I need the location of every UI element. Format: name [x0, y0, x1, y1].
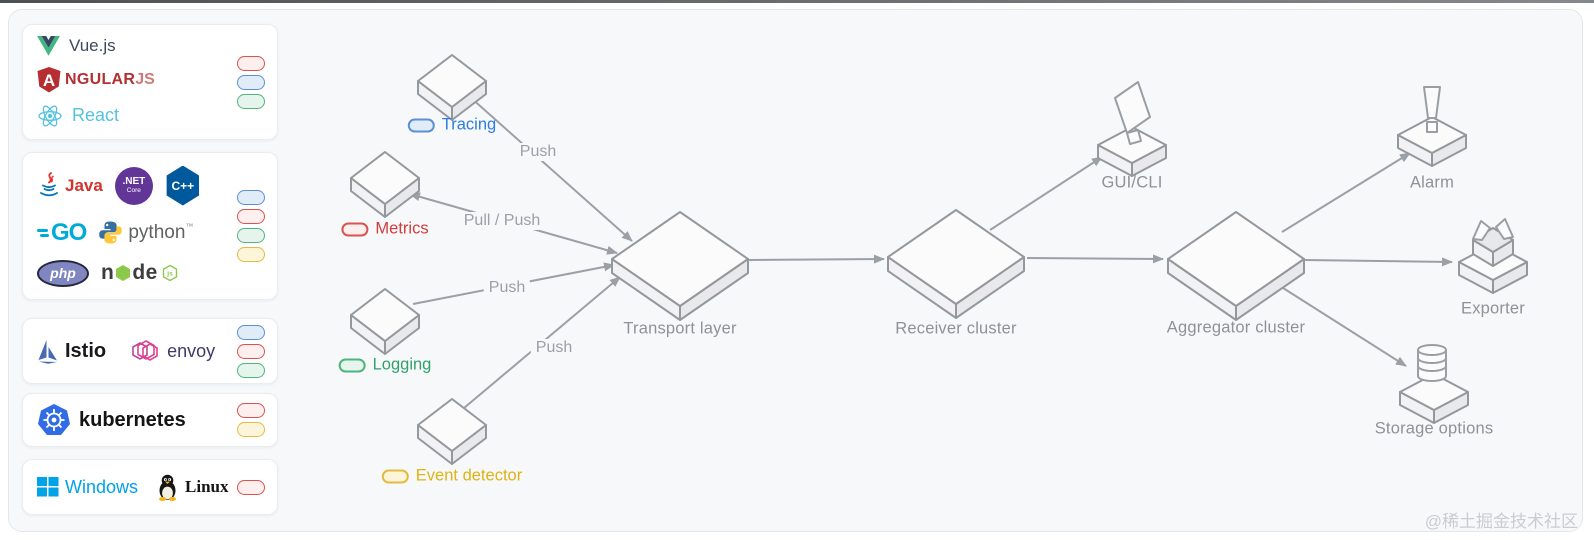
node-alarm [1397, 86, 1467, 167]
sidebar-item-angularjs: A NGULARJS [37, 66, 237, 93]
pill-red [237, 479, 265, 495]
edge-receiver-cluster-gui-cli [989, 156, 1103, 231]
sidebar-item-react: React [37, 104, 237, 128]
sidebar-item-python: python™ [98, 220, 193, 245]
node-exporter [1458, 218, 1528, 294]
pill-stack [237, 190, 265, 262]
node-logging [350, 288, 420, 355]
top-bar [0, 0, 1594, 3]
pill-red [237, 403, 265, 418]
pill-stack [237, 403, 265, 437]
vuejs-label: Vue.js [69, 36, 116, 56]
edge-aggregator-cluster-storage-options [1271, 280, 1407, 367]
node-label: n [101, 261, 115, 284]
sidebar-item-linux: Linux [156, 474, 229, 501]
istio-label: Istio [65, 339, 107, 362]
card-kubernetes: kubernetes [22, 393, 278, 447]
watermark: @稀土掘金技术社区 [1424, 512, 1578, 531]
pill-yellow [237, 422, 265, 437]
java-label: Java [65, 175, 103, 195]
pill-red [237, 55, 265, 71]
pill-blue [237, 74, 265, 90]
windows-label: Windows [65, 476, 139, 497]
svg-text:js: js [166, 271, 173, 278]
angularjs-icon: A [37, 66, 61, 93]
sidebar-item-java: Java [37, 172, 103, 199]
vuejs-icon [37, 36, 60, 57]
pill-green [237, 93, 265, 109]
pill-stack [237, 55, 265, 109]
edge-aggregator-cluster-exporter [1304, 257, 1453, 267]
pill-stack [237, 479, 265, 495]
pill-blue [237, 190, 265, 205]
istio-icon [38, 339, 57, 364]
envoy-icon [132, 340, 158, 361]
language-row-3: php n de js [37, 259, 237, 287]
sidebar-item-vuejs: Vue.js [37, 36, 237, 57]
nodejs-badge-icon: js [162, 264, 178, 282]
node-receiver-cluster [887, 209, 1025, 319]
go-icon [37, 227, 50, 238]
card-service-mesh: Istio envoy [22, 318, 278, 384]
sidebar-item-node: n de js [101, 261, 178, 285]
kubernetes-icon [38, 404, 70, 435]
linux-tux-icon [159, 474, 177, 501]
kubernetes-label: kubernetes [79, 408, 186, 431]
language-row-2: GO python™ [37, 219, 237, 247]
pill-red [237, 343, 265, 359]
edge-receiver-cluster-aggregator-cluster [1026, 254, 1164, 264]
node-gui-cli [1097, 81, 1167, 177]
pill-blue [237, 324, 265, 340]
linux-label: Linux [185, 477, 229, 496]
card-frontend-frameworks: Vue.js A NGULARJS React [22, 24, 278, 140]
edge-transport-layer-receiver-cluster [748, 254, 885, 264]
sidebar-item-istio: Istio [37, 339, 106, 364]
language-row-1: Java .NET Core C++ [37, 165, 237, 206]
sidebar-item-kubernetes: kubernetes [37, 403, 186, 437]
node-tracing [417, 54, 487, 121]
node-storage-options [1399, 344, 1469, 424]
pill-yellow [237, 247, 265, 262]
svg-text:A: A [43, 71, 55, 90]
node-metrics [350, 151, 420, 218]
cpp-icon: C++ [166, 165, 200, 206]
node-transport-layer [611, 211, 749, 321]
pill-stack [237, 324, 265, 378]
sidebar-item-go: GO [37, 218, 87, 247]
card-operating-systems: Windows Linux [22, 459, 278, 515]
go-label: GO [51, 218, 87, 246]
sidebar-item-envoy: envoy [130, 338, 215, 364]
node-hexagon-icon [116, 265, 131, 281]
envoy-label: envoy [167, 340, 216, 361]
windows-icon [37, 477, 59, 497]
edge-logging-transport-layer [412, 262, 615, 305]
node-aggregator-cluster [1167, 211, 1305, 321]
pill-green [237, 228, 265, 243]
pill-green [237, 362, 265, 378]
react-label: React [72, 105, 120, 126]
edge-aggregator-cluster-alarm [1281, 152, 1411, 233]
edge-metrics-transport-layer [409, 192, 618, 255]
card-languages: Java .NET Core C++ GO p [22, 152, 278, 300]
edge-tracing-transport-layer [469, 96, 633, 242]
react-icon [38, 105, 62, 127]
edge-event-detector-transport-layer [463, 276, 621, 409]
sidebar-item-windows: Windows [37, 477, 138, 498]
node-event-detector [417, 398, 487, 465]
python-label: python™ [128, 221, 194, 243]
php-icon: php [37, 259, 89, 287]
pill-red [237, 209, 265, 224]
python-icon [99, 221, 123, 244]
java-icon [40, 172, 58, 197]
dotnet-core-icon: .NET Core [114, 166, 153, 205]
angularjs-label: NGULARJS [65, 70, 155, 88]
